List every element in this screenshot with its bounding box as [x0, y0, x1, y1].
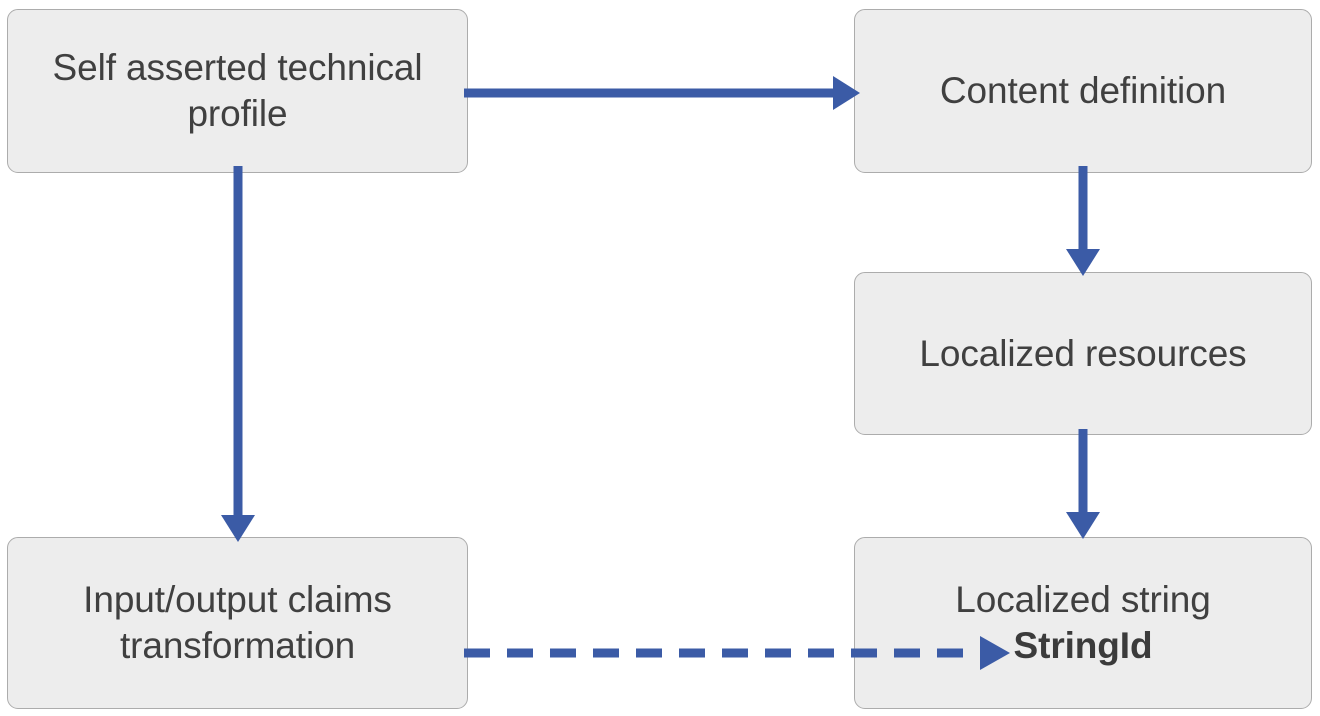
connector-resources-to-string-arrow	[1056, 429, 1110, 541]
node-label: Localized string	[955, 579, 1211, 621]
node-text-group: Localized string StringId	[955, 577, 1211, 669]
node-label: Content definition	[939, 70, 1227, 112]
node-label: Self asserted technical profile	[52, 47, 423, 134]
node-sublabel-stringid: StringId	[1013, 625, 1153, 666]
node-content-definition[interactable]: Content definition	[854, 9, 1312, 173]
node-localized-string[interactable]: Localized string StringId	[854, 537, 1312, 709]
connector-profile-to-claims-arrow	[211, 166, 265, 544]
node-localized-resources[interactable]: Localized resources	[854, 272, 1312, 435]
connector-profile-to-content-arrow	[462, 62, 862, 124]
node-self-asserted-technical-profile[interactable]: Self asserted technical profile	[7, 9, 468, 173]
node-label: Input/output claims transformation	[83, 579, 392, 666]
node-label: Localized resources	[919, 332, 1247, 374]
connector-content-to-resources-arrow	[1056, 166, 1110, 278]
node-input-output-claims-transformation[interactable]: Input/output claims transformation	[7, 537, 468, 709]
